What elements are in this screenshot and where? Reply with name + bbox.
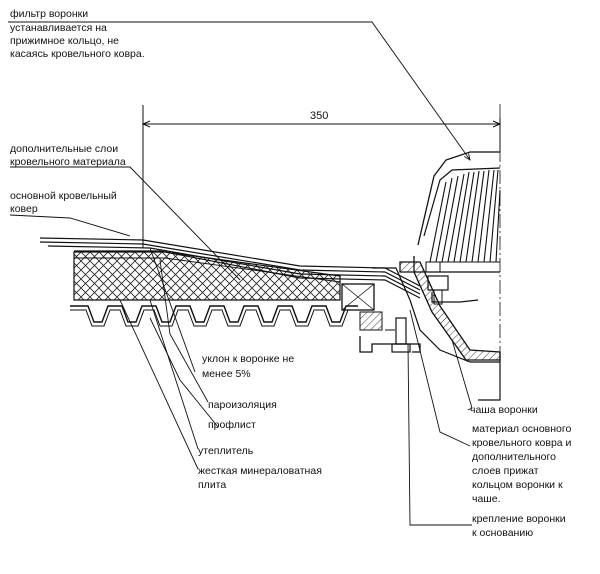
- svg-text:устанавливается на: устанавливается на: [10, 22, 107, 34]
- label-profdeck: профлист: [208, 419, 256, 431]
- svg-text:касаясь кровельного ковра.: касаясь кровельного ковра.: [10, 48, 145, 60]
- roofing-carpet-layers: [39, 237, 421, 299]
- svg-text:плита: плита: [198, 479, 226, 491]
- label-main-carpet: основной кровельный ковер: [10, 190, 117, 215]
- svg-text:фильтр воронки: фильтр воронки: [10, 8, 88, 20]
- filter-ribs: [429, 169, 501, 263]
- svg-text:ковер: ковер: [10, 203, 38, 215]
- svg-text:кровельного материала: кровельного материала: [10, 156, 126, 168]
- label-insulation: утеплитель: [198, 445, 254, 457]
- svg-text:слоев прижат: слоев прижат: [472, 465, 539, 477]
- label-extra-layers: дополнительные слои кровельного материал…: [10, 143, 126, 168]
- drain-bowl: [399, 261, 501, 361]
- svg-text:основной кровельный: основной кровельный: [10, 190, 117, 202]
- svg-text:кровельного ковра и: кровельного ковра и: [472, 437, 572, 449]
- svg-text:дополнительные слои: дополнительные слои: [10, 143, 118, 155]
- svg-text:жесткая минераловатная: жесткая минераловатная: [198, 465, 322, 477]
- label-slope: уклон к воронке не менее 5%: [202, 353, 294, 380]
- funnel-filter-dome: [417, 151, 500, 246]
- label-material-pressed: материал основного кровельного ковра и д…: [472, 423, 572, 505]
- label-fastening: крепление воронки к основанию: [472, 513, 566, 539]
- svg-text:прижимное кольцо, не: прижимное кольцо, не: [10, 35, 119, 47]
- clamp-block: [341, 283, 375, 311]
- svg-text:чаше.: чаше.: [472, 493, 501, 505]
- leader-lines: [8, 21, 473, 526]
- svg-text:дополнительного: дополнительного: [472, 451, 556, 463]
- svg-text:материал основного: материал основного: [472, 423, 571, 435]
- label-filter: фильтр воронки устанавливается на прижим…: [10, 8, 145, 60]
- svg-text:уклон к воронке не: уклон к воронке не: [202, 353, 294, 365]
- svg-text:кольцом воронки к: кольцом воронки к: [472, 479, 563, 491]
- base-bracket: [359, 336, 421, 353]
- label-mineral-plate: жесткая минераловатная плита: [198, 465, 322, 491]
- label-vapor-barrier: пароизоляция: [208, 399, 277, 411]
- svg-text:к основанию: к основанию: [472, 527, 533, 539]
- profiled-deck: [70, 305, 358, 323]
- label-drain-bowl: чаша воронки: [470, 404, 538, 416]
- insulation-layer: [73, 251, 341, 301]
- dimension-label: 350: [310, 110, 328, 122]
- svg-text:крепление воронки: крепление воронки: [472, 513, 566, 525]
- svg-text:менее 5%: менее 5%: [202, 368, 251, 380]
